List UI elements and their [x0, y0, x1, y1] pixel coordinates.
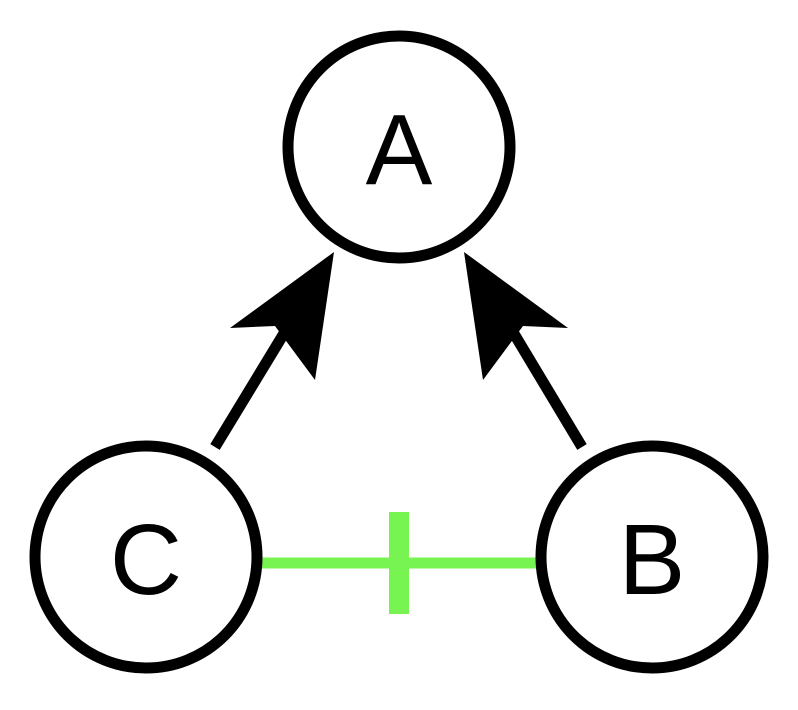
edge-b-a — [464, 252, 587, 450]
arrowhead-icon — [464, 252, 568, 380]
node-label-a: A — [366, 94, 433, 206]
node-b: B — [535, 440, 769, 674]
edge-c-b — [262, 512, 538, 614]
edge-c-a — [210, 252, 334, 450]
edge-tick-mark — [389, 512, 409, 614]
arrowhead-icon — [230, 252, 334, 380]
node-label-b: B — [619, 504, 686, 616]
node-c: C — [29, 440, 263, 674]
node-label-c: C — [110, 504, 182, 616]
node-a: A — [282, 30, 516, 264]
